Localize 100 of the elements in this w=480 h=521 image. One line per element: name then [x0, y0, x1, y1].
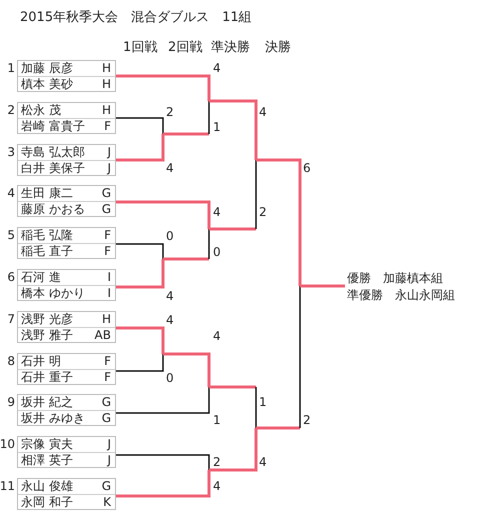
bracket-line — [163, 352, 210, 387]
score-label: 4 — [213, 479, 221, 493]
bracket-line — [163, 132, 209, 136]
player-name: 稲毛 弘隆 — [21, 228, 73, 244]
player-name: 藤原 かおる — [21, 202, 85, 218]
player-name: 浅野 光彦 — [21, 312, 73, 327]
player-name: 加藤 辰彦 — [21, 61, 73, 76]
score-label: 4 — [259, 455, 267, 469]
bracket-line — [116, 243, 164, 259]
team-box — [17, 60, 116, 92]
score-label: 2 — [213, 455, 221, 469]
score-label: 4 — [166, 161, 174, 175]
grade-label: H — [102, 312, 111, 327]
round-heading: 2回戦 — [168, 39, 202, 56]
player-name: 寺島 弘太郎 — [21, 144, 85, 160]
seed-number: 2 — [7, 102, 15, 117]
seed-number: 5 — [7, 228, 15, 242]
bracket-line — [256, 426, 300, 430]
bracket-line — [116, 74, 210, 101]
grade-label: G — [102, 395, 111, 410]
grade-label: F — [104, 370, 111, 385]
team-box — [17, 394, 116, 426]
bracket-line — [299, 286, 301, 428]
grade-label: AB — [94, 328, 111, 343]
grade-label: H — [102, 77, 111, 92]
bracket-line — [256, 158, 302, 286]
score-label: 2 — [303, 413, 311, 427]
seed-number: 4 — [7, 186, 15, 200]
player-name: 槙本 美砂 — [21, 77, 73, 92]
grade-label: G — [102, 202, 111, 218]
bracket-line — [116, 134, 164, 162]
grade-label: J — [107, 453, 111, 468]
bracket-line — [116, 354, 164, 372]
grade-label: F — [104, 118, 111, 134]
grade-label: I — [107, 286, 111, 301]
round-heading: 決勝 — [265, 39, 291, 56]
grade-label: G — [102, 186, 111, 202]
score-label: 4 — [213, 61, 221, 75]
seed-number: 1 — [7, 61, 15, 75]
bracket-line — [116, 454, 210, 470]
player-name: 相澤 英子 — [21, 453, 73, 468]
team-box — [17, 478, 116, 510]
player-name: 橋本 ゆかり — [21, 286, 85, 301]
grade-label: J — [107, 160, 111, 176]
player-name: 稲毛 直子 — [21, 244, 73, 260]
player-name: 浅野 雅子 — [21, 328, 73, 343]
bracket-line — [116, 470, 210, 498]
score-label: 1 — [213, 120, 221, 134]
score-label: 0 — [166, 229, 174, 243]
score-label: 1 — [259, 395, 267, 409]
player-name: 宗像 寅夫 — [21, 437, 73, 452]
team-box — [17, 102, 116, 134]
grade-label: G — [102, 411, 111, 426]
seed-number: 3 — [7, 144, 15, 159]
bracket-line — [163, 258, 209, 260]
grade-label: I — [107, 270, 111, 285]
player-name: 坂井 紀之 — [21, 395, 73, 410]
grade-label: J — [107, 144, 111, 160]
player-name: 石井 明 — [21, 354, 61, 369]
grade-label: G — [102, 479, 111, 494]
bracket-line — [116, 200, 210, 229]
player-name: 坂井 みゆき — [21, 411, 85, 426]
player-name: 永岡 和子 — [21, 495, 73, 510]
seed-number: 6 — [7, 270, 15, 284]
score-label: 4 — [166, 289, 174, 303]
grade-label: K — [103, 495, 111, 510]
grade-label: F — [104, 228, 111, 244]
bracket-line — [208, 101, 210, 134]
bracket-line — [116, 326, 164, 354]
bracket-line — [300, 284, 345, 288]
score-label: 2 — [259, 205, 267, 219]
team-box — [17, 352, 116, 385]
player-name: 岩崎 富貴子 — [21, 118, 85, 134]
team-box — [17, 144, 116, 176]
score-label: 2 — [166, 105, 174, 119]
bracket-line — [116, 387, 210, 414]
score-label: 4 — [213, 205, 221, 219]
team-box — [17, 185, 116, 218]
seed-number: 8 — [7, 354, 15, 368]
team-box — [17, 269, 116, 301]
grade-label: F — [104, 244, 111, 260]
player-name: 石井 重子 — [21, 370, 73, 385]
score-label: 4 — [166, 313, 174, 327]
bracket-line — [209, 100, 258, 160]
team-box — [17, 227, 116, 260]
bracket-line — [209, 386, 256, 388]
bracket-title: 2015年秋季大会 混合ダブルス 11組 — [20, 9, 252, 26]
grade-label: J — [107, 437, 111, 452]
round-heading: 1回戦 — [123, 39, 158, 56]
seed-number: 11 — [0, 479, 15, 493]
score-label: 0 — [166, 371, 174, 385]
player-name: 永山 俊雄 — [21, 479, 73, 494]
seed-number: 9 — [7, 395, 15, 410]
score-label: 4 — [259, 105, 267, 119]
player-name: 白井 美保子 — [21, 160, 85, 176]
grade-label: F — [104, 354, 111, 369]
round-heading: 準決勝 — [211, 39, 250, 56]
player-name: 松永 茂 — [21, 102, 61, 118]
seed-number: 10 — [0, 437, 15, 452]
bracket-line — [255, 160, 257, 229]
